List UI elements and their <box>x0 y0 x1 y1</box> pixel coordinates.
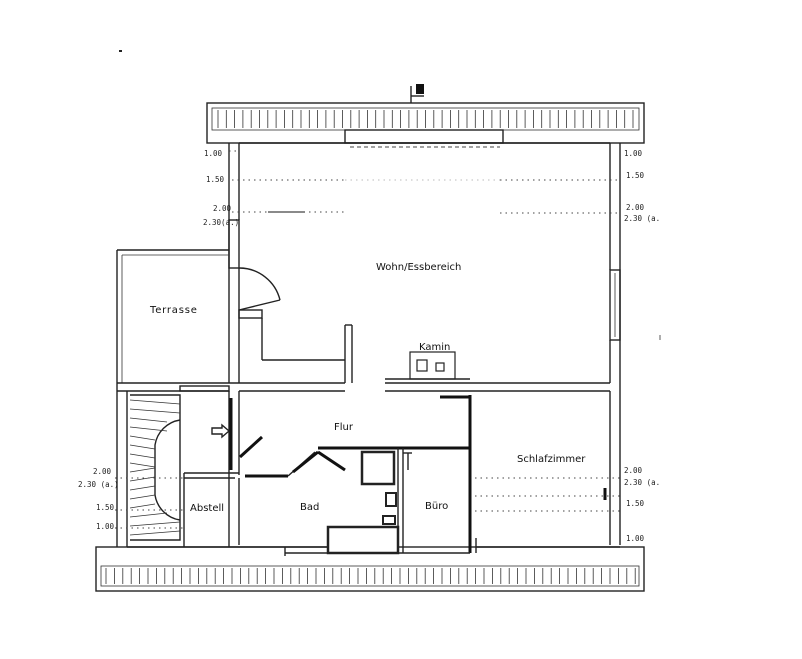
fireplace <box>385 351 470 380</box>
living-room-walls <box>238 267 611 545</box>
terrace-walls <box>116 249 229 392</box>
lower-partitions <box>127 391 620 556</box>
roof-marker-icon <box>410 84 424 103</box>
tick-line <box>129 417 168 423</box>
outer-walls <box>228 129 621 545</box>
tick-line <box>129 503 156 509</box>
height-label: 1.50 <box>626 499 645 508</box>
height-label: 2.30 (a. <box>624 214 660 223</box>
staircase <box>116 383 230 547</box>
height-label: 1.00 <box>624 149 643 158</box>
tick-line <box>129 426 168 432</box>
tick-line <box>129 476 156 482</box>
tick-line <box>129 530 181 536</box>
height-label: 1.00 <box>96 522 115 531</box>
room-label-buero: Büro <box>425 501 448 512</box>
height-label: 2.30 (a.) <box>78 480 119 489</box>
height-label: 1.00 <box>204 149 223 158</box>
height-label: 1.50 <box>626 171 645 180</box>
room-label-flur: Flur <box>334 422 354 433</box>
room-label-kamin: Kamin <box>419 342 450 353</box>
room-label-bad: Bad <box>300 502 319 513</box>
height-label: 1.50 <box>206 175 225 184</box>
right-marks <box>603 335 661 500</box>
tick-line <box>129 453 156 459</box>
height-label: 2.00 <box>213 204 232 213</box>
room-label-wohn: Wohn/Essbereich <box>376 262 461 273</box>
room-label-schlaf: Schlafzimmer <box>517 454 586 465</box>
height-label: 1.00 <box>626 534 645 543</box>
height-label: 2.00 <box>93 467 112 476</box>
tick-line <box>129 462 156 468</box>
tick-line <box>129 467 156 473</box>
tick-line <box>129 494 156 500</box>
height-label: 2.00 <box>624 466 643 475</box>
tick-line <box>129 512 168 518</box>
entrance-arrow-icon <box>211 423 231 439</box>
tick-line <box>129 485 156 491</box>
height-label: 2.30(a.) <box>203 218 239 227</box>
roof-eave-top <box>206 102 645 144</box>
height-label: 2.00 <box>626 203 645 212</box>
height-label: 1.50 <box>96 503 115 512</box>
height-lines <box>115 150 620 529</box>
tick-line <box>129 444 156 450</box>
tick-line <box>129 435 156 441</box>
tick-line <box>129 408 181 414</box>
room-label-abstell: Abstell <box>190 503 224 514</box>
height-label: 2.30 (a. <box>624 478 660 487</box>
tick-line <box>129 399 181 405</box>
room-label-terrasse: Terrasse <box>149 305 198 316</box>
stray-mark <box>119 50 122 52</box>
tick-line <box>129 521 181 527</box>
